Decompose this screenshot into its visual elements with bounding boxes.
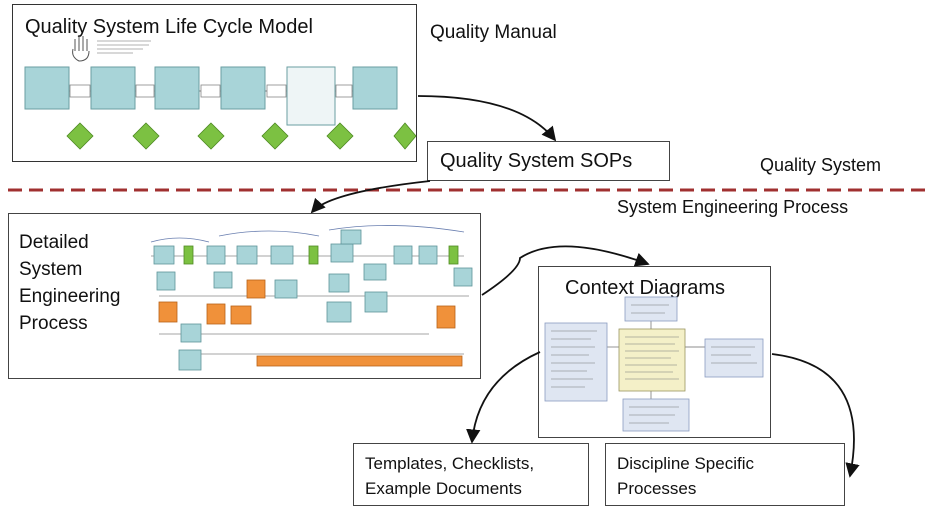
context-diagrams-box: Context Diagrams: [538, 266, 771, 438]
detailed-sep-box: Detailed System Engineering Process: [8, 213, 481, 379]
quality-manual-label: Quality Manual: [430, 22, 557, 43]
detailed-sep-thumbnail: [150, 225, 473, 371]
detailed-sep-line1: Detailed: [19, 232, 89, 253]
discipline-line2: Processes: [617, 479, 697, 498]
life-cycle-model-box: Quality System Life Cycle Model: [12, 4, 417, 162]
hand-icon: [72, 35, 90, 62]
system-engineering-process-label: System Engineering Process: [617, 197, 849, 217]
context-diagrams-thumbnail: [544, 296, 764, 432]
discipline-line1: Discipline Specific: [617, 454, 754, 473]
arrow-sops-to-detailed: [310, 180, 431, 214]
sops-label: Quality System SOPs: [440, 150, 633, 172]
templates-box: Templates, Checklists, Example Documents: [353, 443, 589, 506]
arrow-context-to-templates: [466, 351, 541, 444]
arrow-manual-to-sops: [417, 95, 557, 142]
detailed-sep-line3: Engineering: [19, 286, 121, 307]
sops-box: Quality System SOPs: [427, 141, 670, 181]
life-cycle-thumbnail: [24, 35, 417, 150]
quality-system-label: Quality System: [760, 155, 882, 175]
detailed-sep-line4: Process: [19, 313, 88, 334]
life-cycle-model-title: Quality System Life Cycle Model: [25, 16, 313, 38]
discipline-box: Discipline Specific Processes: [605, 443, 845, 506]
templates-line1: Templates, Checklists,: [365, 454, 535, 473]
detailed-sep-line2: System: [19, 259, 83, 280]
templates-line2: Example Documents: [365, 479, 522, 498]
